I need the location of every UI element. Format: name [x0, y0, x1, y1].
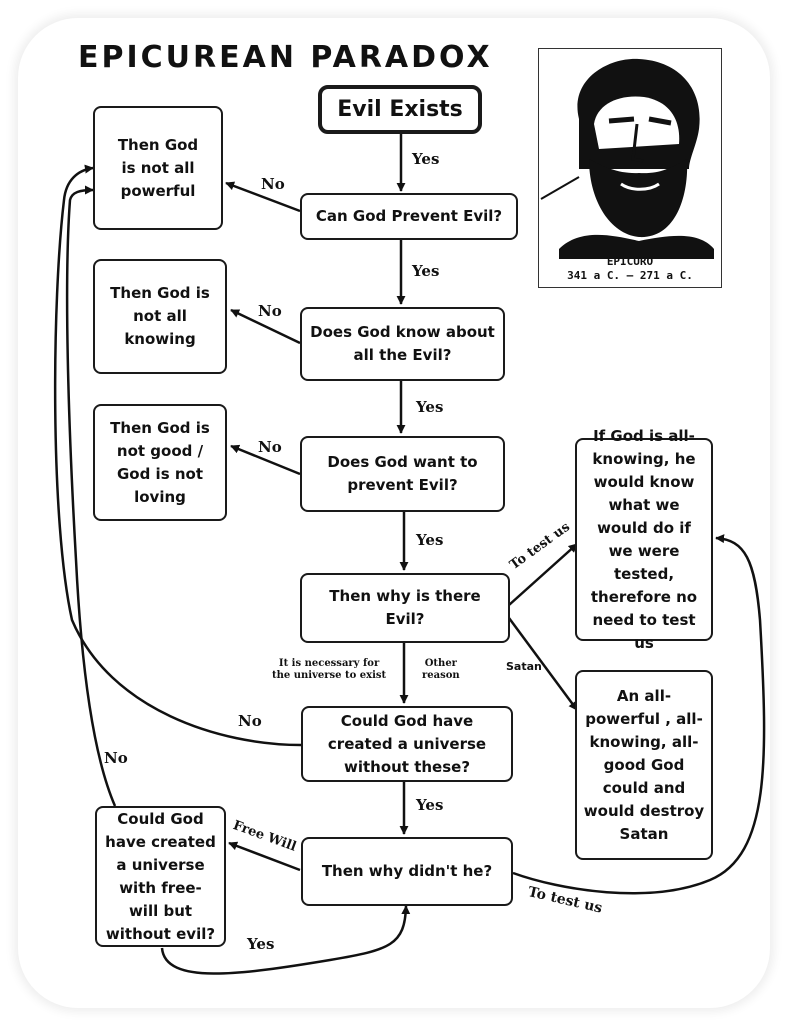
- label-necessary-line1: It is necessary for: [278, 658, 380, 669]
- bust-icon: [540, 58, 714, 259]
- node-know-evil: Does God know about all the Evil?: [300, 307, 505, 381]
- label-other-line2: reason: [422, 670, 460, 681]
- node-satan-answer: An all-powerful , all-knowing, all-good …: [575, 670, 713, 860]
- label-yes-3: Yes: [416, 398, 444, 416]
- node-want-prevent: Does God want to prevent Evil?: [300, 436, 505, 512]
- node-evil-exists: Evil Exists: [318, 85, 482, 134]
- node-not-knowing: Then God is not all knowing: [93, 259, 227, 374]
- label-other-reason: Other reason: [422, 658, 460, 682]
- node-can-prevent: Can God Prevent Evil?: [300, 193, 518, 240]
- label-no-1: No: [261, 175, 285, 193]
- label-necessary: It is necessary for the universe to exis…: [272, 658, 386, 682]
- node-why-didnt: Then why didn't he?: [301, 837, 513, 906]
- label-no-3: No: [258, 438, 282, 456]
- portrait-dates: 341 a C. — 271 a C.: [567, 269, 693, 282]
- node-all-knowing-test: If God is all-knowing, he would know wha…: [575, 427, 713, 652]
- arrow-satan: [507, 617, 579, 711]
- node-not-good: Then God is not good / God is not loving: [93, 404, 227, 521]
- curve-to-test-us-2: [512, 534, 766, 895]
- node-free-will-question: Could God have created a universe with f…: [95, 806, 226, 947]
- portrait-name: EPICURO: [606, 255, 654, 268]
- label-no-2: No: [258, 302, 282, 320]
- label-satan: Satan: [506, 660, 542, 673]
- diagram-title: EPICUREAN PARADOX: [78, 40, 493, 75]
- curve-could-no: [53, 164, 302, 747]
- arrow-no-knowing: [230, 308, 301, 345]
- label-yes-5: Yes: [416, 796, 444, 814]
- arrow-free-will: [228, 841, 301, 872]
- label-yes-4: Yes: [416, 531, 444, 549]
- curve-freewill-no: [65, 185, 117, 807]
- node-not-powerful: Then God is not all powerful: [93, 106, 223, 230]
- label-yes-6: Yes: [247, 935, 275, 953]
- label-no-5: No: [104, 749, 128, 767]
- label-yes-1: Yes: [412, 150, 440, 168]
- label-yes-2: Yes: [412, 262, 440, 280]
- epicurus-portrait: EPICURO 341 a C. — 271 a C.: [538, 48, 722, 288]
- arrow-no-good: [230, 444, 301, 476]
- arrow-no-powerful: [225, 181, 301, 213]
- node-could-create: Could God have created a universe withou…: [301, 706, 513, 782]
- label-necessary-line2: the universe to exist: [272, 670, 387, 681]
- label-no-4: No: [238, 712, 262, 730]
- arrow-to-test-us: [508, 543, 578, 606]
- node-why-evil: Then why is there Evil?: [300, 573, 510, 643]
- label-other-line1: Other: [424, 658, 457, 669]
- curve-freewill-yes: [160, 905, 411, 975]
